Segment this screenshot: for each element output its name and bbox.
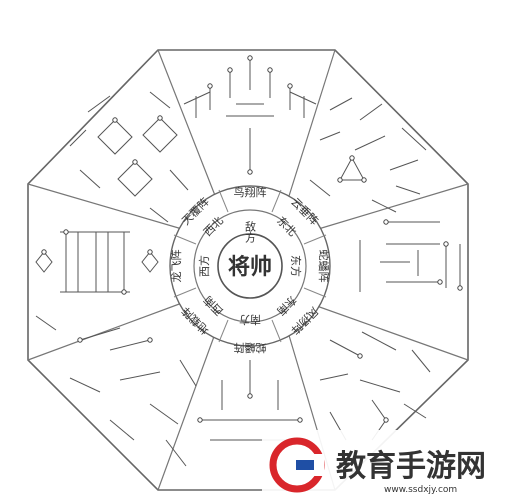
formation-dots: [41, 55, 463, 423]
outer-top: 鸟翔阵: [234, 185, 267, 199]
inner-left: 西方: [197, 255, 211, 277]
ring-dividers: [173, 189, 327, 343]
watermark: 教育手游网 www.ssdxjy.com: [262, 430, 510, 498]
brand-logo-icon: [269, 437, 325, 493]
inner-top: 敌方: [244, 220, 257, 243]
outer-bottom: 蛇蟠阵: [234, 341, 267, 355]
upper-right-sector-marks: [309, 97, 427, 213]
top-sector-marks: [183, 58, 317, 172]
watermark-brand: 教育手游网: [336, 449, 486, 484]
lower-right-sector-marks: [319, 331, 431, 441]
outer-left: 龙飞阵: [169, 250, 183, 283]
lower-left-sector-marks: [69, 327, 197, 467]
right-sector-marks: [359, 221, 461, 292]
bottom-sector-marks: [200, 360, 300, 441]
watermark-url: www.ssdxjy.com: [384, 485, 457, 495]
left-sector-marks: [35, 207, 169, 331]
center-circle: [217, 233, 283, 299]
inner-right: 东方: [289, 255, 303, 277]
middle-ring: [193, 209, 307, 323]
outer-right: 蛇蟠阵: [317, 250, 331, 283]
inner-bottom: 南方: [239, 313, 261, 327]
center-label: 将帅: [228, 254, 272, 280]
upper-left-sector-marks: [69, 91, 189, 197]
